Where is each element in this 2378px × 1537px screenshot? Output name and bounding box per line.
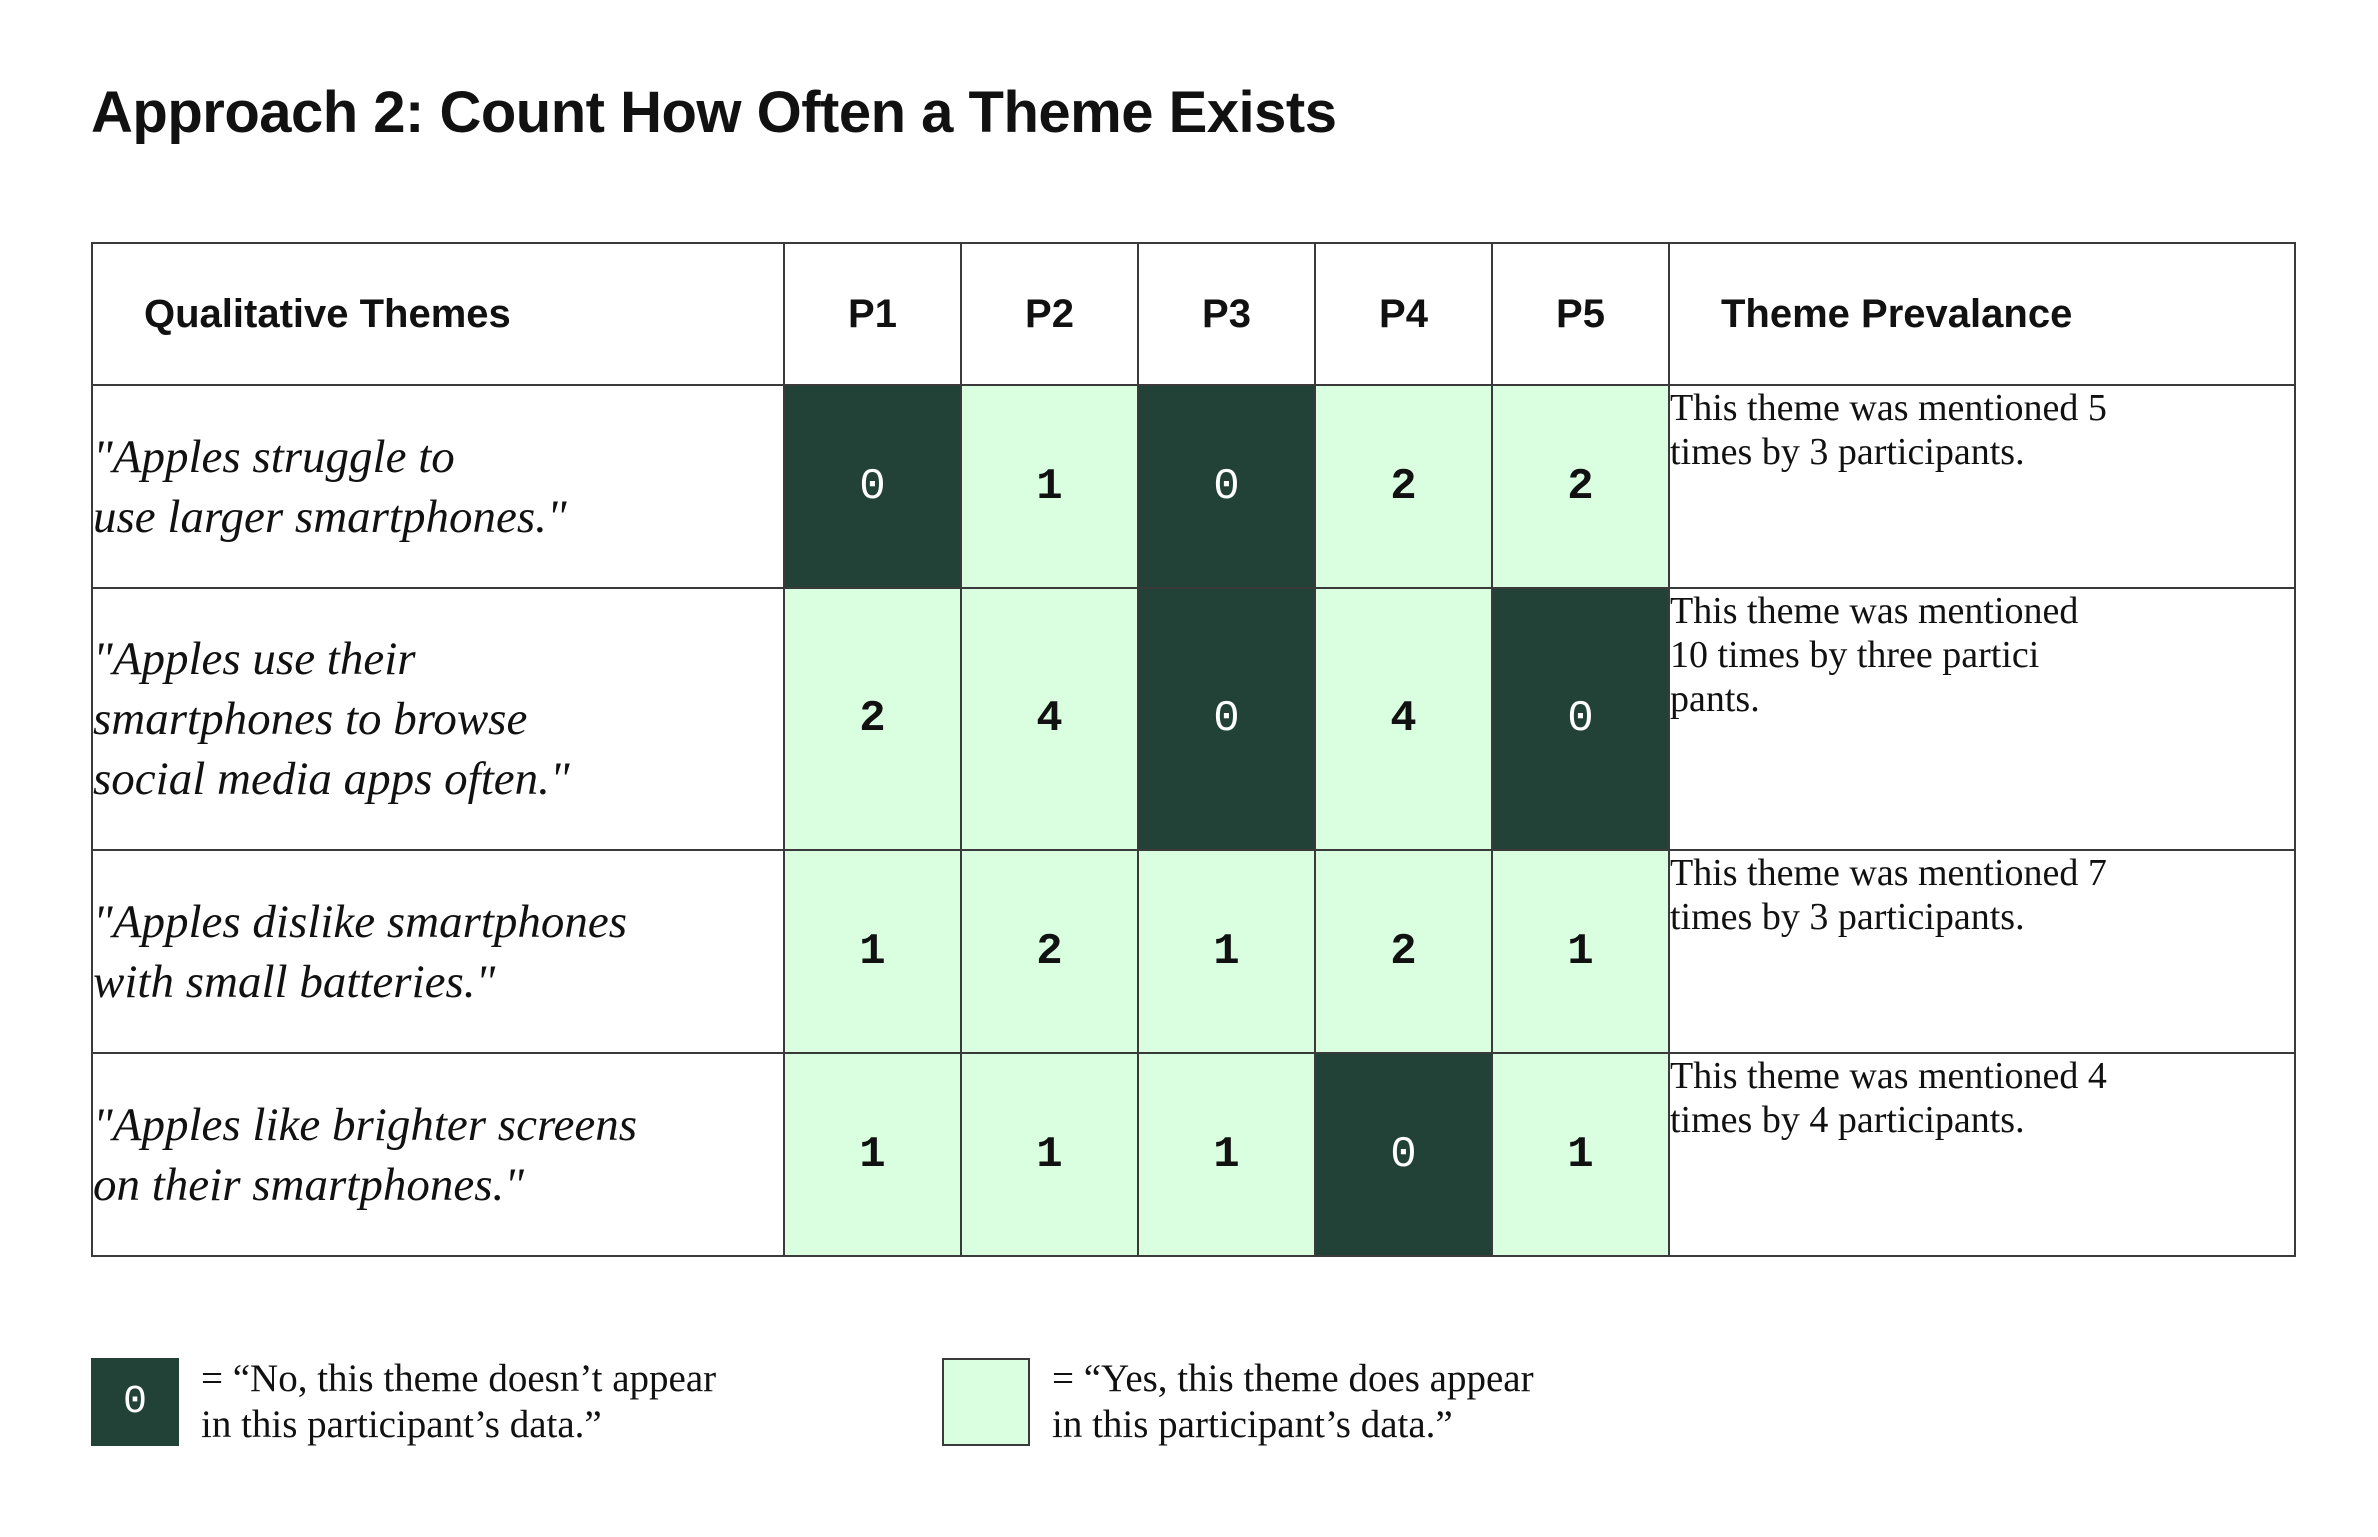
column-header-p1: P1: [783, 242, 962, 386]
table-row: "Apples struggle to use larger smartphon…: [91, 384, 2296, 589]
count-cell-p1: 1: [783, 849, 962, 1054]
count-cell-p4: 2: [1314, 384, 1493, 589]
theme-quote: "Apples dislike smartphones with small b…: [91, 849, 785, 1054]
theme-quote: "Apples struggle to use larger smartphon…: [91, 384, 785, 589]
column-header-p3: P3: [1137, 242, 1316, 386]
prevalence-text: This theme was mentioned 5 times by 3 pa…: [1668, 384, 2296, 589]
column-header-p2: P2: [960, 242, 1139, 386]
page-title: Approach 2: Count How Often a Theme Exis…: [91, 80, 1337, 145]
legend-text-no: = “No, this theme doesn’t appear in this…: [201, 1357, 717, 1446]
count-cell-p3: 0: [1137, 587, 1316, 851]
count-cell-p5: 1: [1491, 1052, 1670, 1257]
table-row: "Apples like brighter screens on their s…: [91, 1052, 2296, 1257]
count-cell-p2: 1: [960, 1052, 1139, 1257]
count-cell-p1: 1: [783, 1052, 962, 1257]
count-cell-p4: 0: [1314, 1052, 1493, 1257]
header-row: Qualitative Themes P1 P2 P3 P4 P5 Theme …: [91, 242, 2296, 386]
count-cell-p3: 0: [1137, 384, 1316, 589]
legend-text-yes: = “Yes, this theme does appear in this p…: [1052, 1357, 1534, 1446]
legend-item-no: 0 = “No, this theme doesn’t appear in th…: [91, 1357, 717, 1448]
count-cell-p3: 1: [1137, 1052, 1316, 1257]
prevalence-text: This theme was mentioned 10 times by thr…: [1668, 587, 2296, 851]
count-cell-p5: 2: [1491, 384, 1670, 589]
column-header-p5: P5: [1491, 242, 1670, 386]
theme-count-table: Qualitative Themes P1 P2 P3 P4 P5 Theme …: [91, 242, 2296, 1257]
count-cell-p5: 1: [1491, 849, 1670, 1054]
legend-item-yes: = “Yes, this theme does appear in this p…: [942, 1357, 1534, 1448]
legend-swatch-no: 0: [91, 1358, 179, 1446]
table-row: "Apples dislike smartphones with small b…: [91, 849, 2296, 1054]
table-row: "Apples use their smartphones to browse …: [91, 587, 2296, 851]
legend-swatch-yes: [942, 1358, 1030, 1446]
table-body: "Apples struggle to use larger smartphon…: [91, 384, 2296, 1257]
count-cell-p2: 1: [960, 384, 1139, 589]
count-cell-p4: 2: [1314, 849, 1493, 1054]
theme-quote: "Apples like brighter screens on their s…: [91, 1052, 785, 1257]
count-cell-p2: 2: [960, 849, 1139, 1054]
count-cell-p1: 0: [783, 384, 962, 589]
count-cell-p2: 4: [960, 587, 1139, 851]
count-cell-p4: 4: [1314, 587, 1493, 851]
count-cell-p5: 0: [1491, 587, 1670, 851]
column-header-themes: Qualitative Themes: [91, 242, 785, 386]
count-cell-p1: 2: [783, 587, 962, 851]
theme-quote: "Apples use their smartphones to browse …: [91, 587, 785, 851]
column-header-prevalence: Theme Prevalance: [1668, 242, 2296, 386]
column-header-p4: P4: [1314, 242, 1493, 386]
prevalence-text: This theme was mentioned 7 times by 3 pa…: [1668, 849, 2296, 1054]
count-cell-p3: 1: [1137, 849, 1316, 1054]
prevalence-text: This theme was mentioned 4 times by 4 pa…: [1668, 1052, 2296, 1257]
